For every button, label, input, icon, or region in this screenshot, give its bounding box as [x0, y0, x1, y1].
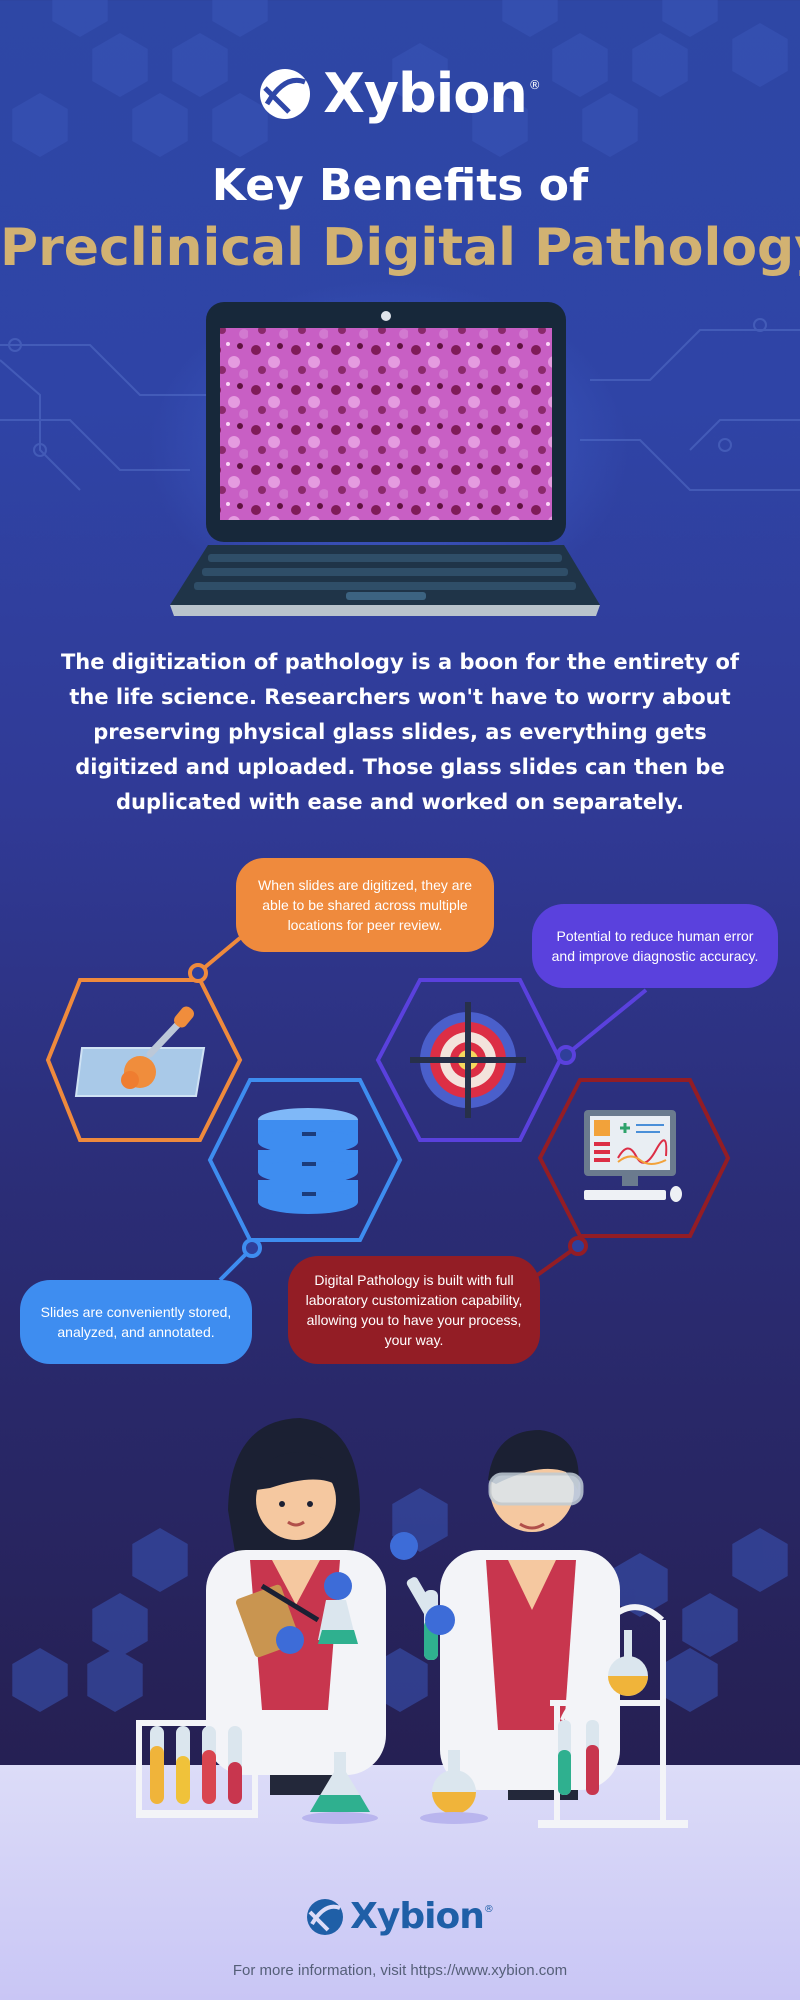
- title-line-1: Key Benefits of: [211, 160, 589, 211]
- background-hexagon: [472, 93, 528, 157]
- hex-frame-blue: [207, 1078, 403, 1242]
- footer-info-text: For more information, visit https://www.…: [232, 1962, 568, 1979]
- benefit-bubble-accuracy: Potential to reduce human error and impr…: [532, 904, 778, 988]
- glass-slide-icon: [74, 1006, 206, 1097]
- background-hexagon: [92, 1593, 148, 1657]
- benefits-diagram: [45, 936, 731, 1282]
- background-hexagon: [682, 1593, 738, 1657]
- background-hexagon: [212, 93, 268, 157]
- brand-name-bottom: Xybion: [350, 1896, 485, 1937]
- background-hexagon: [372, 1648, 428, 1712]
- xybion-globe-icon-bottom: [307, 1898, 344, 1935]
- background-hexagon: [92, 33, 148, 97]
- background-hexagon: [132, 1528, 188, 1592]
- background-hexagon: [732, 23, 788, 87]
- lab-illustration: [136, 1418, 688, 1828]
- background-hexagon: [732, 1528, 788, 1592]
- benefit-bubble-storage: Slides are conveniently stored, analyzed…: [20, 1280, 252, 1364]
- intro-paragraph: The digitization of pathology is a boon …: [60, 650, 740, 814]
- hex-frame-purple: [375, 978, 563, 1142]
- scientist-woman: [206, 1418, 386, 1795]
- title-line-2: Preclinical Digital Pathology: [0, 218, 800, 278]
- background-hexagon: [662, 1648, 718, 1712]
- laptop-icon: [148, 280, 628, 620]
- benefit-bubble-customization: Digital Pathology is built with full lab…: [288, 1256, 540, 1364]
- background-hexagon: [52, 0, 108, 37]
- registered-mark-bottom: ®: [483, 1904, 494, 1915]
- xybion-globe-icon: [260, 68, 311, 119]
- background-hexagon: [87, 1648, 143, 1712]
- brand-name: Xybion: [323, 62, 528, 125]
- background-hexagon: [212, 0, 268, 37]
- background-hexagon: [392, 43, 448, 107]
- background-hexagon: [632, 33, 688, 97]
- lab-floor: [0, 1765, 800, 2000]
- hex-frame-red: [537, 1078, 731, 1238]
- test-tubes-icon: [136, 1720, 258, 1818]
- background-hexagon: [502, 0, 558, 37]
- target-icon: [410, 1002, 526, 1118]
- background-hexagon: [662, 0, 718, 37]
- lab-stand-icon: [538, 1604, 688, 1828]
- background-hexagon: [172, 33, 228, 97]
- background-hexagon: [12, 93, 68, 157]
- xybion-logo-top: Xybion ®: [0, 62, 800, 125]
- background-hexagon: [552, 33, 608, 97]
- scientist-man: [390, 1430, 620, 1800]
- database-icon: [258, 1108, 358, 1214]
- background-hexagon: [132, 93, 188, 157]
- computer-icon: [584, 1110, 682, 1202]
- xybion-logo-bottom: Xybion ®: [0, 1896, 800, 1937]
- registered-mark: ®: [528, 77, 541, 92]
- benefit-bubble-peer-review: When slides are digitized, they are able…: [236, 858, 494, 952]
- flask-icon: [302, 1750, 488, 1824]
- background-hexagon: [12, 1648, 68, 1712]
- background-hexagon: [582, 93, 638, 157]
- background-hexagon: [612, 1553, 668, 1617]
